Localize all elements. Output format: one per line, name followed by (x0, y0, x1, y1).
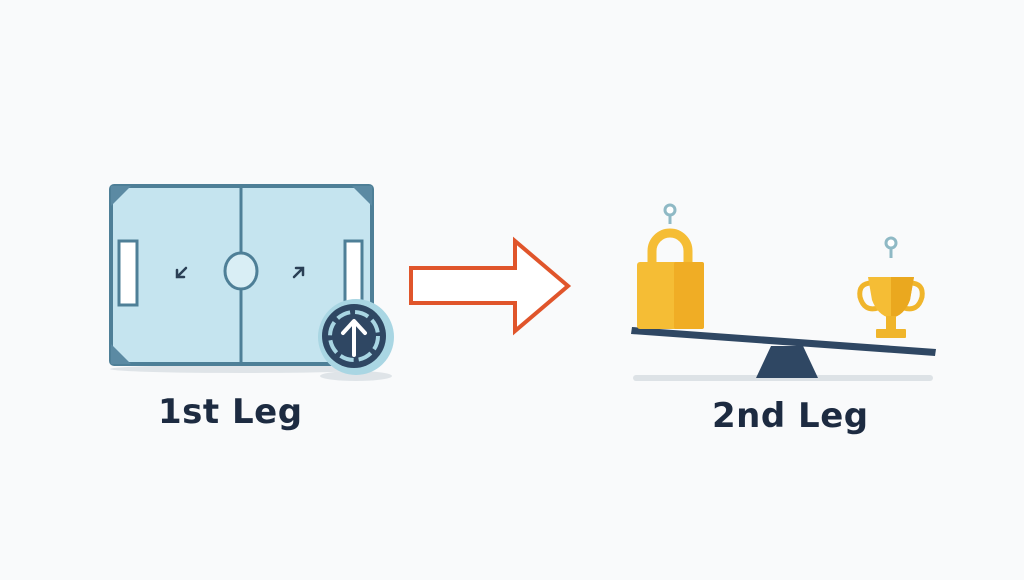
first-leg-label: 1st Leg (158, 392, 303, 432)
padlock-icon (637, 203, 704, 329)
right-arrow-icon (409, 236, 572, 336)
seesaw-icon (631, 327, 936, 381)
second-leg-label: 2nd Leg (712, 396, 869, 436)
trophy-icon (857, 236, 925, 338)
up-arrow-badge-icon (318, 299, 394, 381)
soccer-pitch-icon (109, 184, 374, 373)
